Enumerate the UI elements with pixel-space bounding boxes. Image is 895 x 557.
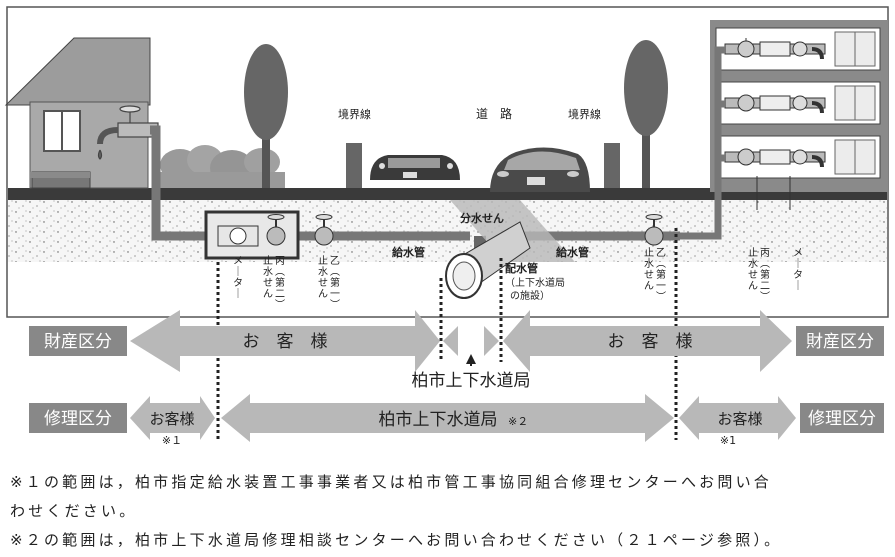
label-branch: 分水せん — [460, 211, 504, 225]
vlabel-otsu-left-2: 止水せん — [318, 255, 328, 300]
ownership-row: 財産区分 お 客 様 お 客 様 財産区分 柏市上下水道局 — [29, 310, 884, 391]
ownership-arrow-bureau-right — [484, 326, 499, 356]
ownership-label-left-box — [29, 326, 127, 356]
repair-note-left: ※１ — [162, 434, 182, 447]
repair-label-right: 修理区分 — [808, 409, 876, 429]
vlabel-meter-right: メ｜タ｜ — [793, 248, 803, 292]
label-main-pipe-note2: の施設） — [510, 289, 550, 302]
label-road: 道 路 — [476, 106, 512, 121]
divider-lines — [216, 228, 678, 440]
supply-pipe-left — [150, 125, 470, 241]
repair-arrow-bureau — [221, 394, 674, 442]
repair-label-left: 修理区分 — [44, 409, 112, 429]
label-supply-left: 給水管 — [392, 245, 425, 259]
vlabel-hei-left-1: 丙︵第二︶ — [275, 256, 285, 311]
apartment-floor-fixtures — [724, 38, 826, 168]
vlabel-hei-right-1: 丙︵第二︶ — [760, 248, 770, 303]
repair-note-right: ※1 — [720, 434, 736, 447]
tree-right — [624, 40, 668, 188]
car-left — [370, 155, 460, 180]
ownership-label-right-box — [796, 326, 884, 356]
repair-customer-right: お客様 — [717, 410, 762, 428]
car-right — [490, 147, 590, 192]
ground-surface — [8, 188, 887, 200]
main-pipe — [445, 221, 531, 299]
note-line-2: わせください。 — [10, 502, 138, 520]
ownership-arrow-customer-left — [130, 310, 440, 372]
note-line-3: ※２の範囲は，柏市上下水道局修理相談センターへお問い合わせください（２１ページ参… — [10, 531, 783, 549]
house-faucet — [97, 105, 159, 160]
repair-customer-left: お客様 — [149, 410, 194, 428]
vlabel-hei-right-2: 止水せん — [748, 247, 758, 292]
vlabel-otsu-right-2: 止水せん — [644, 247, 654, 292]
ownership-bureau: 柏市上下水道局 — [412, 371, 531, 391]
valve-hei-left-icon — [266, 214, 286, 246]
ownership-customer-right: お 客 様 — [608, 332, 693, 352]
ownership-arrow-customer-right — [503, 310, 792, 372]
label-boundary-left: 境界線 — [338, 107, 371, 121]
boundary-post-left — [346, 143, 362, 188]
note-line-1: ※１の範囲は，柏市指定給水装置工事事業者又は柏市管工事協同組合修理センターへお問… — [10, 473, 772, 491]
repair-row: 修理区分 お客様 ※１ 柏市上下水道局 ※２ お客様 ※1 修理区分 — [29, 394, 884, 447]
vlabel-meter-left: メ｜タ｜ — [233, 256, 243, 300]
repair-arrow-customer-left — [130, 396, 215, 440]
ownership-label-left: 財産区分 — [44, 332, 112, 352]
vlabel-otsu-right-1: 乙︵第一︶ — [656, 247, 666, 303]
repair-bureau: 柏市上下水道局 — [379, 410, 498, 430]
label-boundary-right: 境界線 — [568, 107, 601, 121]
valve-otsu-left-icon — [314, 214, 334, 246]
ownership-label-right: 財産区分 — [806, 332, 874, 352]
repair-label-left-box — [29, 403, 127, 433]
boundary-post-right — [604, 143, 620, 188]
vlabel-hei-left-2: 止水せん — [263, 255, 273, 300]
ownership-arrow-bureau-left — [443, 326, 458, 356]
ownership-customer-left: お 客 様 — [243, 332, 328, 352]
vlabel-otsu-left-1: 乙︵第一︶ — [330, 255, 340, 311]
riser-pipe — [676, 46, 726, 240]
label-main-pipe-note1: （上下水道局 — [505, 276, 565, 289]
label-supply-right: 給水管 — [556, 245, 589, 259]
repair-bureau-note: ※２ — [508, 415, 528, 428]
repair-label-right-box — [800, 403, 884, 433]
repair-arrow-customer-right — [679, 396, 796, 440]
label-main-pipe: 配水管 — [505, 261, 538, 275]
valve-otsu-right-icon — [644, 214, 664, 246]
house — [4, 37, 151, 189]
tree-left — [244, 44, 288, 188]
meter-left — [217, 225, 259, 247]
